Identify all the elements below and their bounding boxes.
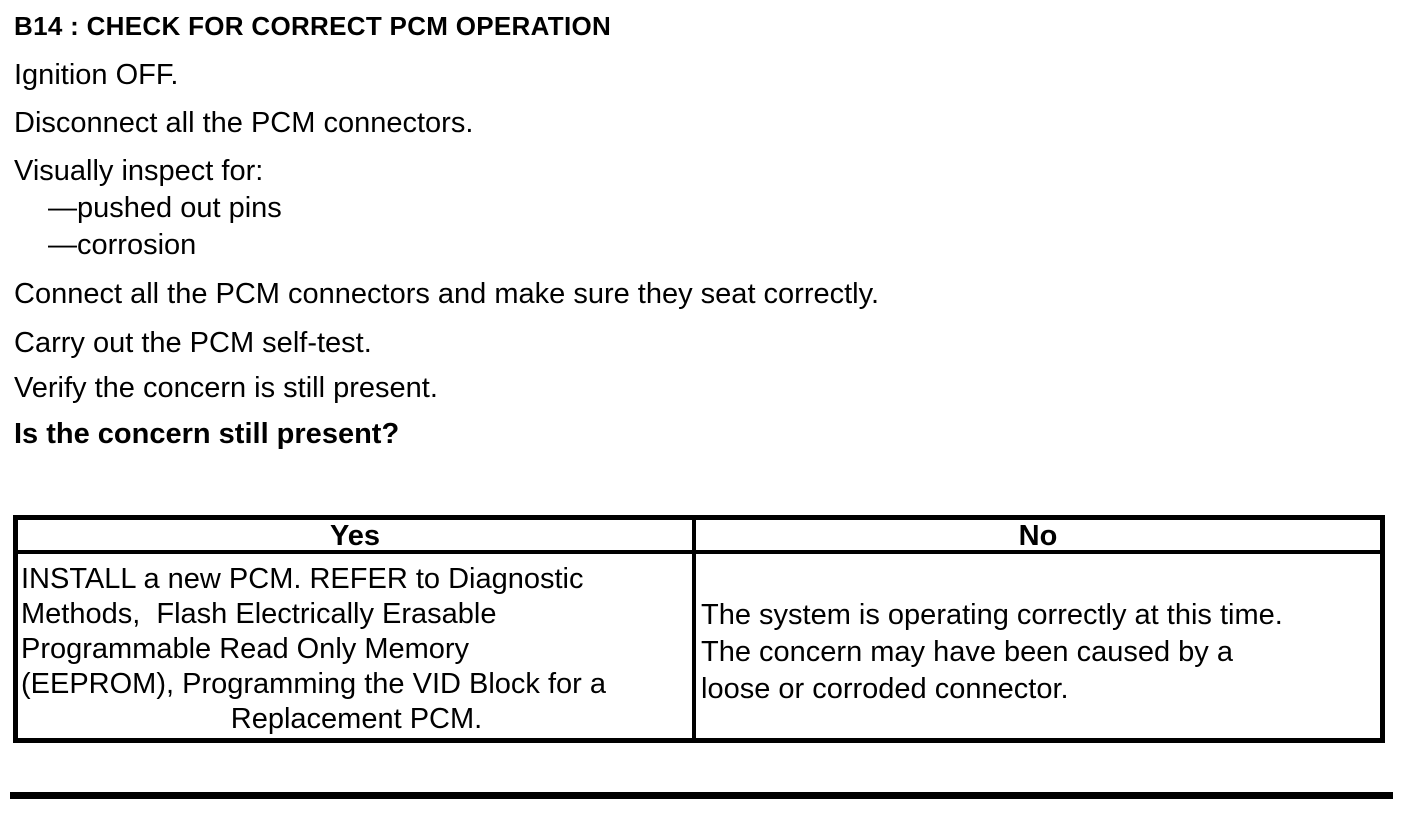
step-pcm-self-test: Carry out the PCM self-test. [14, 327, 372, 359]
pinpoint-test-title: B14 : CHECK FOR CORRECT PCM OPERATION [14, 11, 612, 41]
yes-action-line: Methods, Flash Electrically Erasable [21, 598, 497, 630]
inspect-item-corrosion: —corrosion [48, 229, 197, 261]
yes-action-cell: INSTALL a new PCM. REFER to Diagnostic M… [18, 554, 696, 738]
yes-column-header: Yes [18, 520, 696, 552]
yes-action-line: Programmable Read Only Memory [21, 633, 470, 665]
step-ignition-off: Ignition OFF. [14, 59, 179, 91]
yes-action-line: (EEPROM), Programming the VID Block for … [21, 668, 606, 700]
decision-question: Is the concern still present? [14, 418, 400, 450]
yes-action-line: Replacement PCM. [230, 703, 483, 735]
step-disconnect-connectors: Disconnect all the PCM connectors. [14, 107, 474, 139]
result-table-body-row: INSTALL a new PCM. REFER to Diagnostic M… [18, 554, 1380, 738]
no-action-cell: The system is operating correctly at thi… [696, 554, 1380, 738]
yes-action-line: INSTALL a new PCM. REFER to Diagnostic [21, 563, 584, 595]
no-action-line: The concern may have been caused by a [701, 635, 1233, 668]
inspect-item-pushed-out-pins: —pushed out pins [48, 192, 282, 224]
no-column-header: No [1018, 520, 1058, 552]
yes-no-result-table: Yes No INSTALL a new PCM. REFER to Diagn… [13, 515, 1385, 743]
result-table-header-row: Yes No [18, 520, 1380, 554]
no-action-line: loose or corroded connector. [701, 672, 1069, 705]
step-connect-connectors: Connect all the PCM connectors and make … [14, 278, 880, 310]
step-verify-concern: Verify the concern is still present. [14, 372, 438, 404]
step-visually-inspect: Visually inspect for: [14, 155, 264, 187]
no-action-line: The system is operating correctly at thi… [701, 598, 1283, 631]
no-action-text: The system is operating correctly at thi… [701, 597, 1283, 708]
page-divider-rule [10, 792, 1393, 799]
